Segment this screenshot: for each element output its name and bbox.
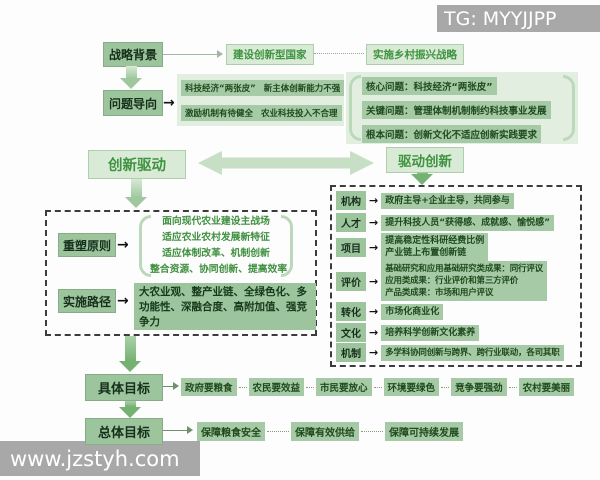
dotted-connector bbox=[441, 386, 450, 388]
problem-item: 科技经济“两张皮” bbox=[181, 80, 260, 96]
reshape-item: 整合资源、协同创新、提高效率 bbox=[150, 264, 288, 275]
implementation-path-text: 大农业观、整产业链、全绿色化、多功能性、深融合度、高附加值、强竞争力 bbox=[134, 283, 316, 330]
down-arrow-icon bbox=[119, 401, 141, 418]
down-arrow-icon bbox=[120, 66, 142, 89]
goal-item: 农村要美丽 bbox=[518, 378, 575, 396]
left-bracket-icon bbox=[349, 75, 361, 141]
arrow-right-icon: → bbox=[117, 293, 129, 309]
overall-goals-node: 总体目标 bbox=[85, 418, 163, 445]
problem-item: 农业科技投入不合理 bbox=[257, 105, 342, 121]
reshape-principles-group: 面向现代农业建设主战场 适应农业农村发展新特征 适应体制改革、机制创新 整合资源… bbox=[136, 212, 296, 280]
dotted-connector bbox=[306, 386, 315, 388]
reshape-item: 面向现代农业建设主战场 bbox=[162, 216, 270, 227]
right-bracket-icon bbox=[563, 75, 575, 141]
measure-row: 机制 → 多学科协同创新与跨界、跨行业联动，各司其职 bbox=[336, 343, 564, 362]
arrow-right-icon: → bbox=[369, 216, 379, 229]
problems-panel: 科技经济“两张皮” 新主体创新能力不强 激励机制有待健全 农业科技投入不合理 bbox=[177, 74, 345, 126]
key-issue: 关键问题：管理体制机制制约科技事业发展 bbox=[362, 101, 551, 119]
measure-text: 提高稳定性科研经费比例 产业链上布置创新链 bbox=[381, 233, 489, 261]
measure-label: 项目 bbox=[336, 237, 366, 257]
measure-row: 转化 → 市场化商业化 bbox=[336, 302, 444, 321]
reshape-item: 适应体制改革、机制创新 bbox=[162, 248, 270, 259]
measure-row: 人才 → 提升科技人员“获得感、成就感、愉悦感” bbox=[336, 213, 555, 232]
dotted-connector bbox=[508, 386, 517, 388]
measure-label: 转化 bbox=[336, 302, 366, 321]
goal-item: 环境要绿色 bbox=[383, 378, 440, 396]
down-arrow-icon bbox=[411, 172, 433, 185]
specific-goals-chain: 政府要粮食 农民要效益 市民要放心 环境要绿色 竞争要强劲 农村要美丽 bbox=[181, 378, 575, 396]
watermark-bottom-left: www.jzstyh.com bbox=[0, 441, 200, 476]
reshape-principles-node: 重塑原则 bbox=[58, 233, 116, 257]
double-arrow-icon bbox=[198, 151, 374, 175]
connector-arrow bbox=[163, 50, 223, 58]
measure-label: 机构 bbox=[336, 191, 366, 210]
measure-label: 机制 bbox=[336, 343, 366, 362]
arrow-right-icon: → bbox=[369, 240, 379, 254]
arrow-right-icon: → bbox=[369, 194, 379, 207]
goal-item: 竞争要强劲 bbox=[451, 378, 507, 396]
goal-item: 政府要粮食 bbox=[181, 378, 237, 396]
goal-item: 保障有效供给 bbox=[291, 422, 359, 441]
measure-row: 机构 → 政府主导+企业主导，共同参与 bbox=[336, 191, 514, 210]
issues-panel: 核心问题：科技经济“两张皮” 关键问题：管理体制机制制约科技事业发展 根本问题：… bbox=[346, 72, 578, 144]
goal-item: 农民要效益 bbox=[248, 378, 305, 396]
measure-text: 培养科学创新文化素养 bbox=[381, 324, 480, 341]
principles-paths-box bbox=[45, 210, 317, 336]
arrow-right-icon: → bbox=[369, 305, 379, 318]
connector-arrow bbox=[163, 382, 179, 390]
innovation-driven-node: 创新驱动 bbox=[88, 150, 186, 179]
measure-text: 政府主导+企业主导，共同参与 bbox=[381, 192, 514, 209]
dotted-connector bbox=[361, 431, 383, 432]
goal-item: 保障粮食安全 bbox=[197, 422, 265, 441]
goal-item: 市民要放心 bbox=[316, 378, 372, 396]
down-arrow-icon bbox=[117, 336, 143, 372]
measure-text: 市场化商业化 bbox=[381, 303, 444, 320]
measure-label: 评价 bbox=[336, 271, 366, 291]
measure-text: 多学科协同创新与跨界、跨行业联动，各司其职 bbox=[381, 344, 564, 361]
arrow-right-icon: → bbox=[369, 346, 379, 359]
build-innovative-nation-node: 建设创新型国家 bbox=[226, 44, 314, 65]
arrow-right-icon: → bbox=[369, 274, 379, 288]
measure-row: 项目 → 提高稳定性科研经费比例 产业链上布置创新链 bbox=[336, 233, 489, 261]
strategy-background-node: 战略背景 bbox=[103, 42, 163, 67]
measure-row: 评价 → 基础研究和应用基础研究类成果：同行评议 应用类成果：行业评价和第三方评… bbox=[336, 261, 547, 301]
goal-item: 保障可持续发展 bbox=[385, 422, 463, 441]
measure-text: 提升科技人员“获得感、成就感、愉悦感” bbox=[381, 214, 555, 231]
measures-box bbox=[330, 185, 582, 367]
dotted-connector bbox=[373, 386, 382, 388]
problem-oriented-node: 问题导向 bbox=[103, 90, 163, 116]
specific-goals-node: 具体目标 bbox=[85, 374, 163, 401]
problem-item: 新主体创新能力不强 bbox=[259, 80, 345, 96]
watermark-top-right: TG: MYYJJPP bbox=[437, 5, 600, 32]
arrow-right-icon: → bbox=[369, 326, 379, 339]
overall-goals-chain: 保障粮食安全 保障有效供给 保障可持续发展 bbox=[197, 422, 463, 441]
reshape-item: 适应农业农村发展新特征 bbox=[162, 232, 270, 243]
problem-item: 激励机制有待健全 bbox=[181, 105, 258, 121]
root-issue: 根本问题：创新文化不适应创新实践要求 bbox=[362, 125, 542, 143]
measure-label: 文化 bbox=[336, 323, 366, 342]
left-bracket-icon bbox=[139, 215, 151, 277]
down-arrow-icon bbox=[125, 179, 147, 208]
dotted-connector bbox=[267, 431, 289, 432]
dotted-connector bbox=[238, 386, 247, 388]
driven-innovation-node: 驱动创新 bbox=[386, 147, 464, 173]
arrow-right-icon: → bbox=[117, 237, 129, 253]
arrow-right-icon: → bbox=[163, 95, 175, 111]
measure-row: 文化 → 培养科学创新文化素养 bbox=[336, 323, 480, 342]
rural-revitalization-node: 实施乡村振兴战略 bbox=[366, 44, 464, 65]
dotted-connector bbox=[314, 53, 364, 54]
measure-text: 基础研究和应用基础研究类成果：同行评议 应用类成果：行业评价和第三方评价 产品类… bbox=[381, 261, 547, 301]
measure-label: 人才 bbox=[336, 213, 366, 232]
connector-arrow bbox=[163, 426, 193, 434]
implementation-path-node: 实施路径 bbox=[58, 289, 116, 313]
core-issue: 核心问题：科技经济“两张皮” bbox=[362, 77, 497, 95]
